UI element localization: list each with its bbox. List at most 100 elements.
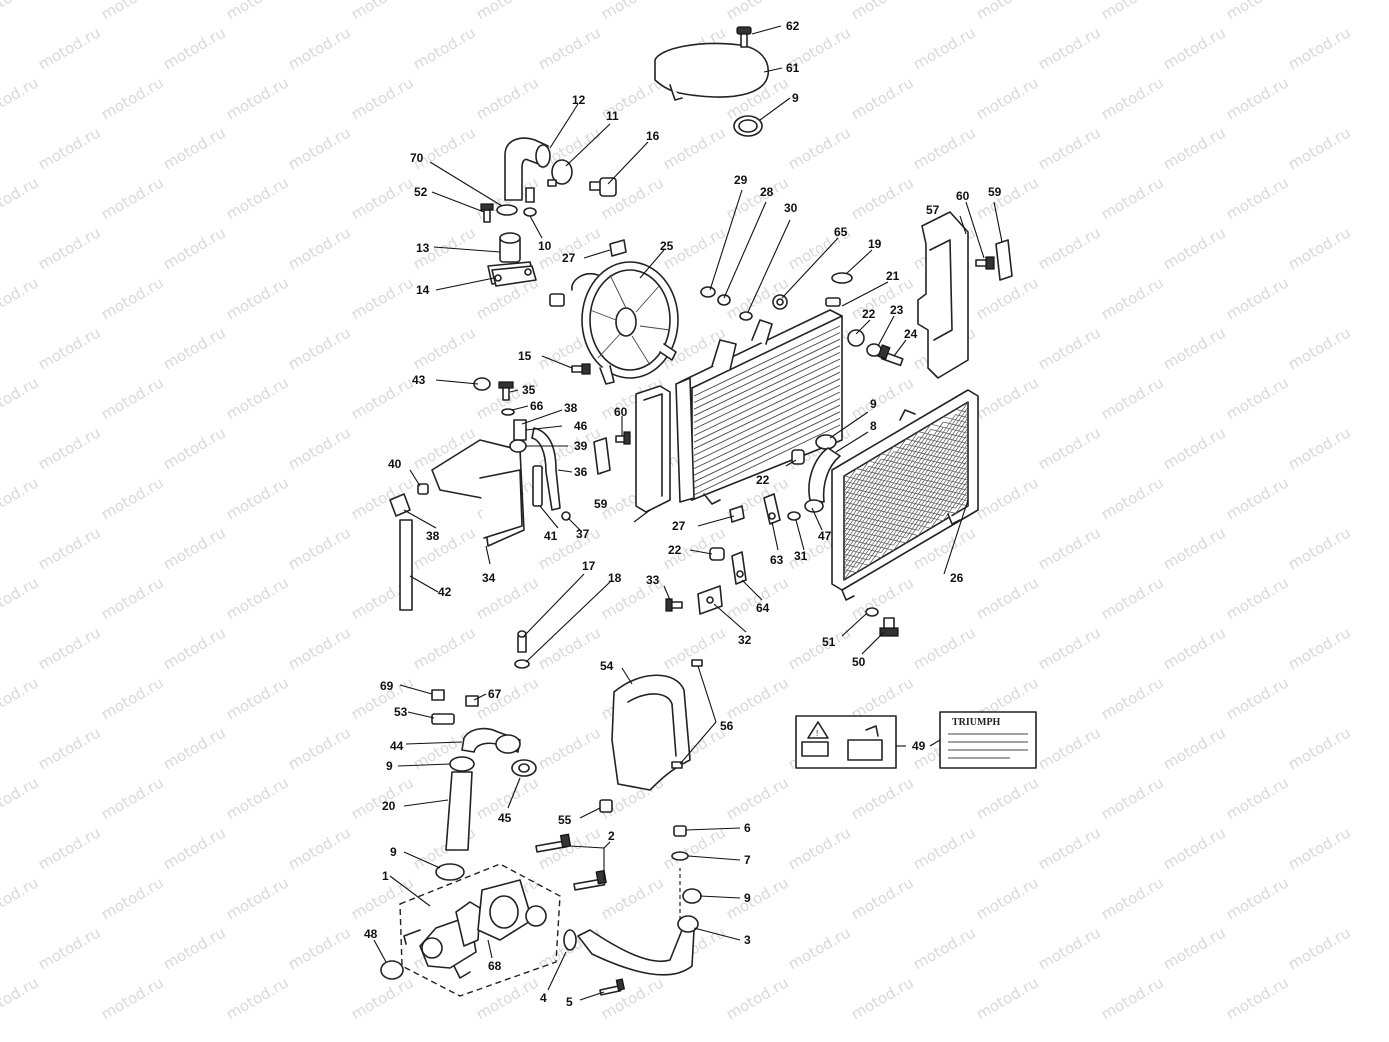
callout-30: 30 (784, 201, 798, 215)
radiator-fin-line (693, 351, 841, 423)
watermark-text: motod.ru (973, 373, 1042, 423)
watermark-text: motod.ru (1098, 73, 1167, 123)
watermark-text: motod.ru (1160, 423, 1229, 473)
callout-59-right: 59 (988, 185, 1002, 199)
watermark-text: motod.ru (848, 973, 917, 1023)
callout-39: 39 (574, 439, 588, 453)
grille-mesh-line (880, 427, 969, 553)
radiator-fin-line (693, 411, 841, 483)
bolt-50 (879, 617, 899, 637)
callout-44: 44 (390, 739, 404, 753)
screw-6 (673, 825, 687, 837)
watermark-text: motod.ru (35, 123, 104, 173)
callout-21: 21 (886, 269, 900, 283)
watermark-text: motod.ru (723, 873, 792, 923)
warning-labels-49: ! TRIUMPH (795, 711, 1037, 769)
watermark-text: motod.ru (785, 123, 854, 173)
watermark-text: motod.ru (785, 623, 854, 673)
grille-mesh-line (942, 484, 969, 522)
callout-11: 11 (606, 109, 619, 123)
washer-51 (865, 607, 879, 617)
watermark-text: motod.ru (660, 123, 729, 173)
bolt-2-lower (573, 869, 607, 891)
callout-9-mid: 9 (386, 759, 393, 773)
callout-34: 34 (482, 571, 496, 585)
watermark-text: motod.ru (848, 273, 917, 323)
watermark-text: motod.ru (785, 823, 854, 873)
callout-16: 16 (646, 129, 660, 143)
callout-23: 23 (890, 303, 904, 317)
watermark-text: motod.ru (973, 0, 1042, 23)
radiator-cowl-61 (654, 42, 769, 101)
callout-40: 40 (388, 457, 402, 471)
screw-52 (480, 203, 494, 223)
callout-36: 36 (574, 465, 588, 479)
screw-69 (431, 689, 445, 701)
callout-8: 8 (870, 419, 877, 433)
bracket-32 (697, 585, 723, 615)
grille-mesh-line (868, 417, 969, 561)
grommet-29 (700, 286, 716, 298)
clip-9-right (815, 434, 837, 450)
watermark-text: motod.ru (1223, 0, 1292, 23)
watermark-text: motod.ru (35, 223, 104, 273)
hose-20 (445, 771, 473, 851)
grille-mesh-line (843, 548, 882, 559)
callout-22-right: 22 (862, 307, 876, 321)
grommet-27-low (729, 505, 745, 523)
callout-63: 63 (770, 553, 784, 567)
radiator-fin-line (693, 345, 841, 417)
watermark-text: motod.ru (285, 223, 354, 273)
watermark-text: motod.ru (1160, 323, 1229, 373)
watermark-text: motod.ru (1035, 423, 1104, 473)
radiator-fins (693, 325, 841, 496)
callout-9-right-low: 9 (744, 891, 751, 905)
bracket-63 (763, 493, 781, 525)
watermark-text: motod.ru (1223, 173, 1292, 223)
pipe-3 (577, 915, 699, 976)
watermark-text: motod.ru (160, 523, 229, 573)
watermark-text: motod.ru (1160, 723, 1229, 773)
callout-2: 2 (608, 829, 615, 843)
watermark-text: motod.ru (1285, 123, 1354, 173)
watermark-text: motod.ru (0, 973, 42, 1023)
watermark-text: motod.ru (473, 973, 542, 1023)
watermark-text: motod.ru (348, 373, 417, 423)
bolt-2-upper (535, 833, 572, 853)
callout-20: 20 (382, 799, 396, 813)
grille-mesh-line (843, 553, 869, 561)
watermark-text: motod.ru (223, 273, 292, 323)
watermark-text: motod.ru (223, 873, 292, 923)
callout-3: 3 (744, 933, 751, 947)
callout-15: 15 (518, 349, 532, 363)
cap-19 (831, 272, 853, 284)
washer-7 (671, 851, 689, 861)
watermark-text: motod.ru (1285, 423, 1354, 473)
label-brand: TRIUMPH (952, 717, 1001, 728)
watermark-text: motod.ru (535, 723, 604, 773)
grille-mesh-line (843, 522, 907, 539)
watermark-text: motod.ru (285, 723, 354, 773)
cover-54 (611, 674, 691, 791)
radiator-fin-line (693, 371, 841, 443)
watermark-text: motod.ru (973, 173, 1042, 223)
callout-6: 6 (744, 821, 751, 835)
watermark-text: motod.ru (910, 923, 979, 973)
grille-mesh-line (918, 458, 969, 531)
grille-mesh-line (843, 401, 969, 581)
watermark-text: motod.ru (285, 623, 354, 673)
callout-35: 35 (522, 383, 536, 397)
watermark-text: motod.ru (160, 723, 229, 773)
watermark-text: motod.ru (0, 173, 42, 223)
cap-39 (509, 439, 527, 453)
callout-7: 7 (744, 853, 751, 867)
watermark-text: motod.ru (223, 473, 292, 523)
callout-5: 5 (566, 995, 573, 1009)
watermark-text: motod.ru (1160, 523, 1229, 573)
callout-43: 43 (412, 373, 426, 387)
watermark-text: motod.ru (1223, 773, 1292, 823)
watermark-text: motod.ru (35, 523, 104, 573)
watermark-text: motod.ru (1035, 523, 1104, 573)
callout-14: 14 (416, 283, 430, 297)
watermark-text: motod.ru (1098, 273, 1167, 323)
